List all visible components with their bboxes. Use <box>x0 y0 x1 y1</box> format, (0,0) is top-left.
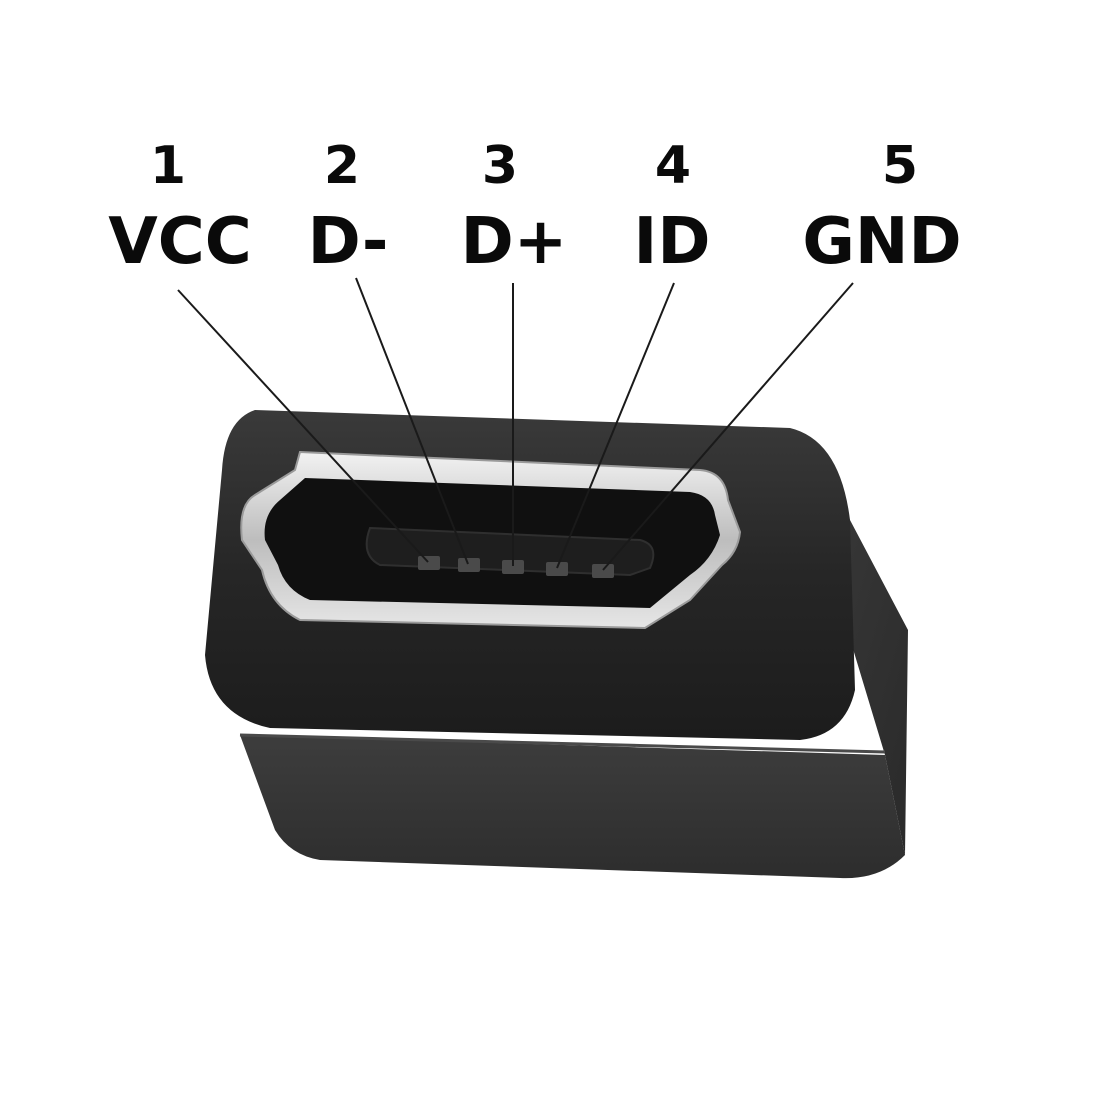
contact-pads <box>418 556 614 578</box>
contact-pad-2 <box>458 558 480 572</box>
connector-body-lower <box>240 735 905 879</box>
pin-label-name-5: GND <box>802 205 962 279</box>
pin-label-name-4: ID <box>633 205 711 279</box>
leader-line-5 <box>602 282 854 571</box>
pin-label-name-3: D+ <box>460 205 568 279</box>
pin-label-number-2: 2 <box>323 136 361 196</box>
pin-label-number-3: 3 <box>481 136 519 196</box>
contact-pad-4 <box>546 562 568 576</box>
contact-pad-3 <box>502 560 524 574</box>
contact-pad-5 <box>592 564 614 578</box>
pin-label-name-1: VCC <box>108 205 252 279</box>
leader-lines <box>177 277 854 571</box>
leader-line-4 <box>556 282 675 569</box>
leader-line-1 <box>177 289 429 563</box>
contact-pad-1 <box>418 556 440 570</box>
pin-label-name-2: D- <box>307 205 389 279</box>
leader-line-2 <box>355 277 469 565</box>
pin-label-number-1: 1 <box>149 136 187 196</box>
pin-label-number-5: 5 <box>881 136 919 196</box>
housing-seam <box>239 733 886 754</box>
pin-label-number-4: 4 <box>654 136 692 196</box>
